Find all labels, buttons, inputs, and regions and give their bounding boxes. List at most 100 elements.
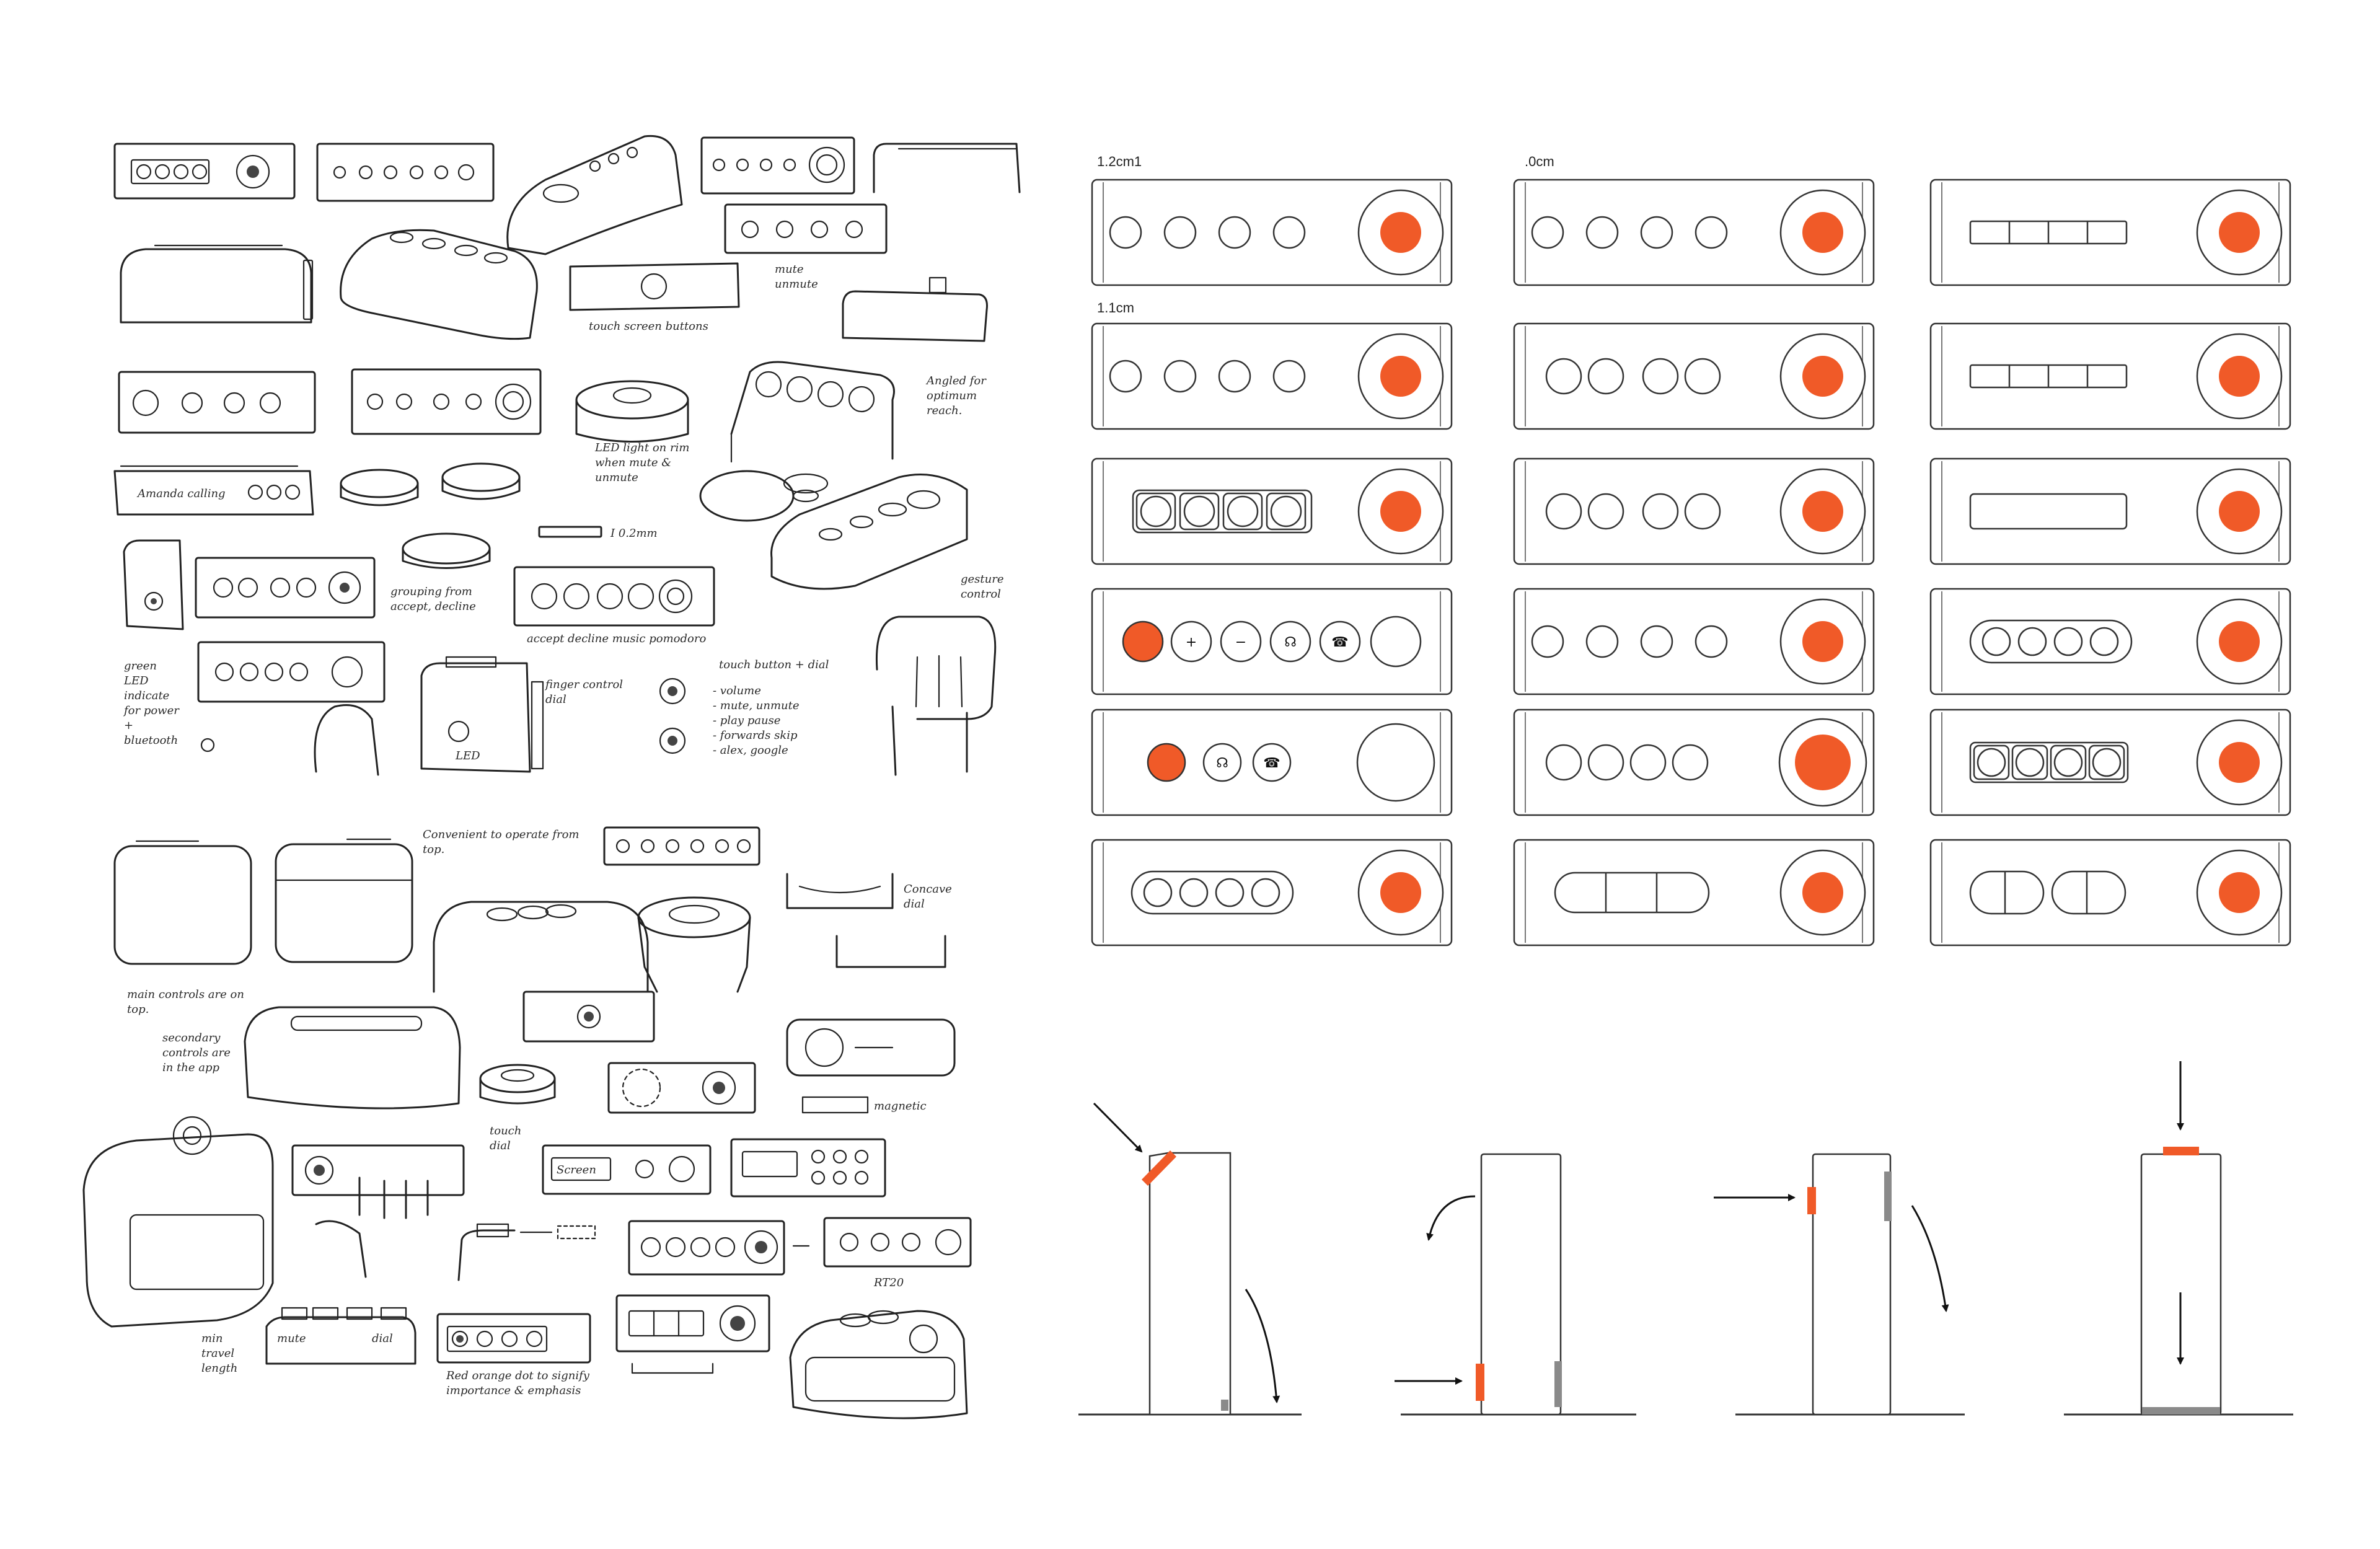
button bbox=[1695, 625, 1728, 658]
icon-button bbox=[1269, 620, 1311, 663]
accent-dot bbox=[1380, 872, 1421, 913]
note-rt20: RT20 bbox=[873, 1276, 904, 1289]
accent-button bbox=[1147, 743, 1186, 782]
note-touch-screen-buttons: touch screen buttons bbox=[589, 320, 708, 333]
button bbox=[1585, 216, 1619, 249]
sketch-puck-led-rim bbox=[575, 380, 689, 443]
sketch-top-edge-device bbox=[873, 143, 1021, 193]
pill-button bbox=[2051, 870, 2127, 915]
placement-front-top-side-gray bbox=[1714, 1153, 1965, 1416]
sketch-panel-circles-dial bbox=[113, 143, 296, 200]
sketch-speaker-perspective bbox=[770, 474, 968, 590]
accent-dot bbox=[2219, 621, 2260, 662]
button bbox=[1179, 878, 1209, 907]
button bbox=[1109, 360, 1142, 393]
sketch-hand-gesture bbox=[875, 616, 997, 776]
device-panel bbox=[1513, 588, 1875, 695]
button bbox=[1545, 493, 1582, 530]
device-panel bbox=[1091, 179, 1453, 286]
accent-dot bbox=[2219, 742, 2260, 783]
layout-column-1: +−☊☎☊☎ bbox=[1091, 179, 1453, 947]
note-touch-button-dial: touch button + dial bbox=[719, 658, 829, 671]
button bbox=[1545, 744, 1582, 781]
sketch-dial-icons bbox=[200, 677, 686, 754]
button bbox=[1183, 495, 1215, 527]
layout-three-buttons-big-dial: ☊☎ bbox=[1091, 708, 1453, 816]
icon-glyph: ☊ bbox=[1284, 635, 1297, 650]
button bbox=[2089, 627, 2119, 656]
sketch-panel-five-buttons bbox=[628, 1220, 810, 1276]
icon-glyph: − bbox=[1235, 635, 1246, 650]
button bbox=[2017, 627, 2047, 656]
pill-group bbox=[1969, 619, 2133, 664]
sketch-panel-fingers bbox=[291, 1144, 465, 1278]
sketch-panel-icons bbox=[316, 143, 495, 202]
button bbox=[1270, 495, 1302, 527]
label-size-10: .0cm bbox=[1525, 154, 1554, 169]
button bbox=[1143, 878, 1173, 907]
button bbox=[1977, 748, 2006, 777]
device-panel bbox=[1513, 179, 1875, 286]
icon-button bbox=[1319, 620, 1361, 663]
layout-column-3 bbox=[1929, 179, 2291, 947]
sketch-puck-stand bbox=[637, 896, 751, 993]
layout-two-pills-dial bbox=[1929, 839, 2291, 947]
icon-glyph: + bbox=[1186, 635, 1197, 650]
button bbox=[1587, 744, 1624, 781]
button bbox=[2053, 748, 2083, 777]
button bbox=[1272, 360, 1306, 393]
button bbox=[1640, 625, 1673, 658]
sketch-panel-media bbox=[118, 371, 316, 434]
layout-two-pairs-dial bbox=[1513, 322, 1875, 430]
layout-bar-four-segments-dial bbox=[1929, 179, 2291, 286]
sketch-amanda-calling bbox=[113, 465, 314, 516]
button bbox=[2015, 748, 2045, 777]
sketch-panel-screen bbox=[542, 1144, 712, 1195]
pill-group bbox=[1554, 872, 1710, 914]
sketch-speaker-final bbox=[789, 1310, 968, 1419]
sketch-concave-bar bbox=[786, 873, 946, 968]
accent-dot bbox=[1380, 491, 1421, 532]
button bbox=[1251, 878, 1280, 907]
sketch-touch-dial-puck bbox=[479, 1064, 556, 1105]
sketch-touchscreen-panel bbox=[569, 262, 740, 311]
button bbox=[1272, 216, 1306, 249]
accent-button bbox=[1122, 620, 1164, 663]
button bbox=[1215, 878, 1245, 907]
icon-button bbox=[1220, 620, 1262, 663]
placement-top-orange-bottom-gray bbox=[2064, 1061, 2293, 1416]
button bbox=[1140, 495, 1172, 527]
button bbox=[1642, 493, 1679, 530]
sketch-panel-mic-dial bbox=[700, 136, 855, 195]
sketch-discs bbox=[340, 462, 521, 506]
button bbox=[1640, 216, 1673, 249]
accent-dot bbox=[1380, 356, 1421, 397]
icon-button bbox=[1202, 743, 1242, 782]
sketch-magnetic-slide bbox=[786, 1018, 956, 1114]
button bbox=[1218, 216, 1251, 249]
button bbox=[1684, 358, 1721, 395]
accent-dot bbox=[1802, 872, 1843, 913]
sketch-speaker-front-1 bbox=[120, 244, 314, 324]
layout-pill-three-segments-dial bbox=[1513, 839, 1875, 947]
sketch-cube-speaker-2 bbox=[275, 838, 413, 963]
accent-dot bbox=[2219, 212, 2260, 253]
button bbox=[1227, 495, 1259, 527]
placement-angled-top-front bbox=[1078, 1102, 1302, 1416]
note-dim-0-2: I 0.2mm bbox=[610, 527, 658, 540]
layout-squares-four-dial bbox=[1929, 708, 2291, 816]
accent-dot bbox=[1380, 212, 1421, 253]
sketch-panel-squares bbox=[436, 1313, 591, 1364]
layout-four-circles-big-dot bbox=[1513, 708, 1875, 816]
button bbox=[1109, 216, 1142, 249]
